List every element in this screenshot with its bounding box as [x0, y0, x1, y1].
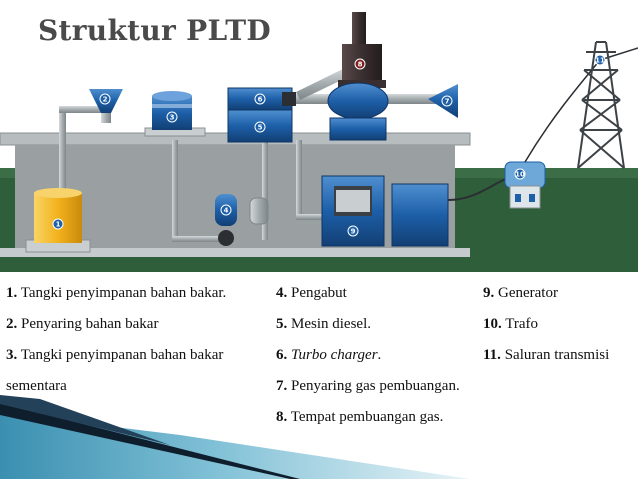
- marker-2: 2: [103, 96, 108, 104]
- marker-11: 11: [595, 57, 605, 65]
- legend-item-10: 10. Trafo: [483, 316, 539, 332]
- pipe-inner-3: [262, 140, 268, 240]
- legend-item-11: 11. Saluran transmisi: [483, 347, 610, 363]
- generator-housing: [391, 183, 449, 247]
- marker-5: 5: [258, 124, 263, 132]
- marker-7: 7: [445, 98, 450, 106]
- legend-item-6: 6. Turbo charger.: [276, 347, 382, 363]
- tank-1-top: [34, 188, 82, 198]
- legend-item-4: 4. Pengabut: [276, 285, 347, 301]
- building-floor: [0, 248, 470, 257]
- marker-4: 4: [224, 207, 229, 215]
- exhaust-silencer: [327, 82, 389, 120]
- exhaust-pipe-diagonal: [296, 68, 350, 100]
- legend-item-2: 2. Penyaring bahan bakar: [6, 316, 159, 332]
- marker-1: 1: [56, 221, 61, 229]
- legend-item-7: 7. Penyaring gas pembuangan.: [276, 378, 460, 394]
- transmission-tower-11: [577, 41, 625, 169]
- legend-item-5: 5. Mesin diesel.: [276, 316, 371, 332]
- chimney-8-stack: [352, 12, 366, 48]
- marker-6: 6: [258, 96, 263, 104]
- legend-item-3: 3. Tangki penyimpanan bahan bakar: [6, 347, 224, 363]
- decorative-swoosh: [0, 395, 470, 479]
- legend-item-1: 1. Tangki penyimpanan bahan bakar.: [6, 285, 227, 301]
- fuel-pipe-vertical: [59, 110, 66, 190]
- marker-8: 8: [358, 61, 363, 69]
- pipe-inner-2: [172, 236, 234, 242]
- transmission-wire: [524, 59, 601, 163]
- pipe-inner-5: [296, 214, 332, 220]
- pltd-diagram: 1 2 3 4 5 6 8 7 9: [0, 12, 638, 272]
- legend-item-9: 9. Generator: [483, 285, 558, 301]
- marker-10: 10: [515, 171, 525, 179]
- legend-item-3-continued: sementara: [6, 378, 67, 394]
- legend-item-8: 8. Tempat pembuangan gas.: [276, 409, 444, 425]
- cable-to-trafo: [447, 177, 509, 201]
- pipe-inner-1: [172, 140, 178, 240]
- tank-1-body: [34, 193, 82, 243]
- marker-3: 3: [170, 114, 175, 122]
- fuel-pipe-top: [59, 106, 107, 113]
- marker-9: 9: [351, 228, 356, 236]
- pipe-inner-4: [296, 140, 302, 220]
- page-title: Struktur PLTD: [38, 14, 271, 47]
